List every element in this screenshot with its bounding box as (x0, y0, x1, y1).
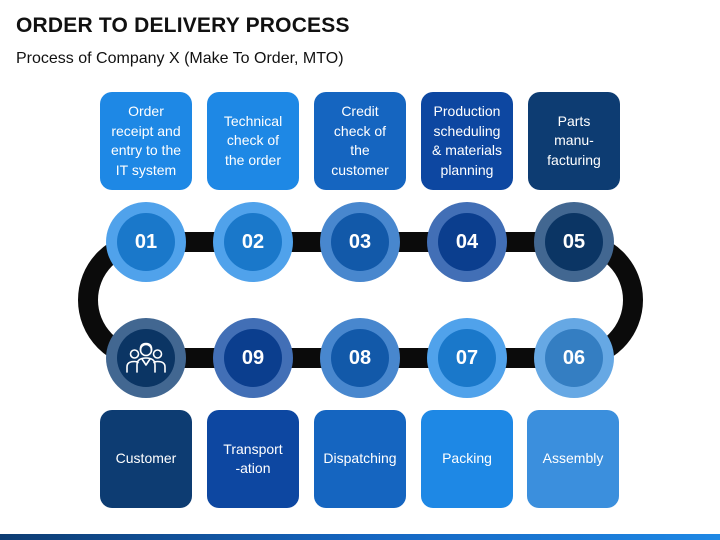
step-card-customer: Customer (100, 410, 192, 508)
step-card-09: Transport -ation (207, 410, 299, 508)
step-icon-customer (117, 329, 175, 387)
step-label-01: Order receipt and entry to the IT system (110, 103, 182, 178)
customer-group-icon (126, 342, 166, 373)
step-number-03: 03 (331, 213, 389, 271)
step-card-01: Order receipt and entry to the IT system (100, 92, 192, 190)
step-card-07: Packing (421, 410, 513, 508)
step-node-04: 04 (427, 202, 507, 282)
step-label-07: Packing (442, 450, 492, 467)
step-card-08: Dispatching (314, 410, 406, 508)
step-card-02: Technical check of the order (207, 92, 299, 190)
step-node-03: 03 (320, 202, 400, 282)
page-title: ORDER TO DELIVERY PROCESS (16, 14, 350, 37)
step-card-04: Production scheduling & materials planni… (421, 92, 513, 190)
step-label-05: Parts manu- facturing (547, 112, 601, 168)
page-subtitle: Process of Company X (Make To Order, MTO… (16, 50, 344, 67)
step-label-06: Assembly (542, 450, 604, 467)
step-label-customer: Customer (115, 450, 177, 467)
step-number-08: 08 (331, 329, 389, 387)
step-card-03: Credit check of the customer (314, 92, 406, 190)
step-label-04: Production scheduling & materials planni… (431, 103, 503, 178)
step-number-01: 01 (117, 213, 175, 271)
step-card-05: Parts manu- facturing (528, 92, 620, 190)
step-number-04: 04 (438, 213, 496, 271)
step-label-08: Dispatching (323, 450, 397, 467)
step-node-09: 09 (213, 318, 293, 398)
step-label-03: Credit check of the customer (331, 103, 389, 178)
step-number-02: 02 (224, 213, 282, 271)
step-card-06: Assembly (527, 410, 619, 508)
step-node-05: 05 (534, 202, 614, 282)
step-number-05: 05 (545, 213, 603, 271)
step-node-06: 06 (534, 318, 614, 398)
step-node-08: 08 (320, 318, 400, 398)
step-node-07: 07 (427, 318, 507, 398)
step-number-07: 07 (438, 329, 496, 387)
step-number-09: 09 (224, 329, 282, 387)
step-node-customer (106, 318, 186, 398)
step-node-01: 01 (106, 202, 186, 282)
bottom-accent-bar (0, 534, 720, 540)
step-node-02: 02 (213, 202, 293, 282)
step-number-06: 06 (545, 329, 603, 387)
step-label-02: Technical check of the order (223, 112, 283, 168)
step-label-09: Transport -ation (223, 440, 283, 477)
